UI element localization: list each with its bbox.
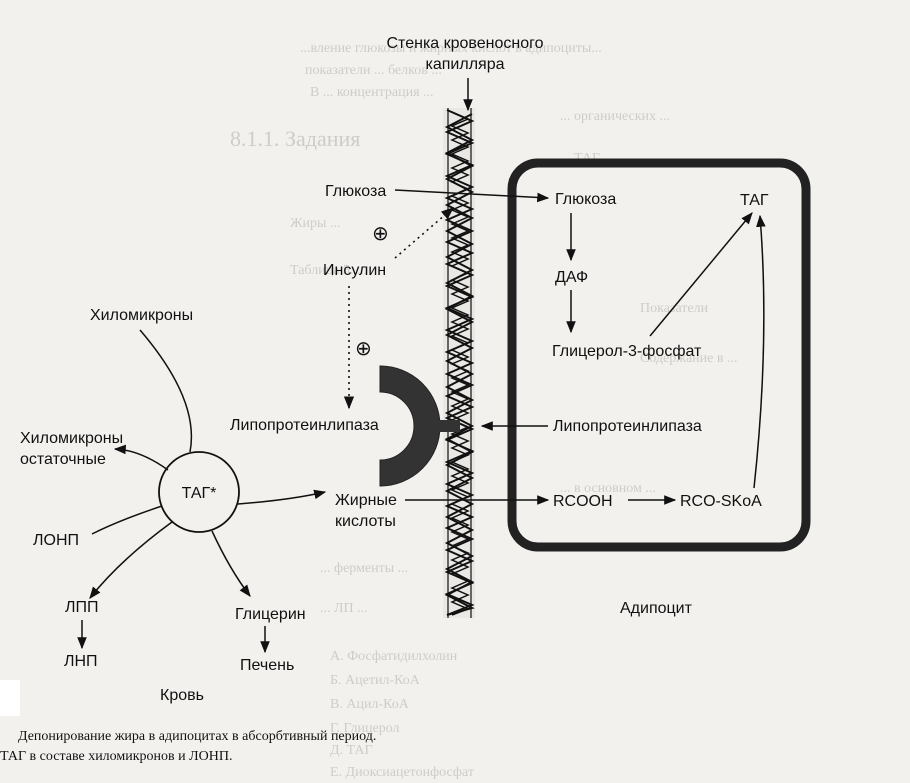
insulin-activation-plus-1: ⊕ [372,223,389,245]
ghost-line: Показатели [640,301,709,316]
daf-label: ДАФ [555,269,588,286]
ghost-line: 8.1.1. Задания [230,126,361,151]
ghost-line: Жиры ... [290,216,341,231]
to-fatty-acids-arrow [237,489,327,505]
figure-caption-line2: ТАГ в составе хиломикронов и ЛОНП. [0,749,232,764]
tag-star-particle [158,451,240,533]
ghost-line: Г. Глицерол [330,721,400,736]
ghost-line: А. Фосфатидилхолин [330,649,458,664]
ghost-line: ... ЛП ... [320,601,368,616]
ghost-line: ... органических ... [560,109,671,124]
ghost-line: Содержание в ... [640,351,738,366]
glycerol3p-label: Глицерол-3-фосфат [552,343,702,360]
capillary-wall [443,108,475,618]
lipoprotein-lipase-anchor [432,420,460,432]
insulin-activation-plus-2: ⊕ [355,338,372,360]
adipocyte-label: Адипоцит [620,600,693,617]
rcooh-label: RCOOH [553,493,613,510]
figure-caption-line1: Депонирование жира в адипоцитах в абсорб… [18,729,376,744]
insulin-to-glucose-transport-arrow [394,207,454,259]
insulin-label: Инсулин [323,262,386,279]
ghost-line: В. Ацил-КоА [330,697,409,712]
tag-label: ТАГ [740,192,769,209]
glucose-blood-label: Глюкоза [325,183,386,200]
liver-label: Печень [240,657,294,674]
fatty-acids-label-line2: кислоты [335,513,396,530]
ghost-line: Б. Ацетил-КоА [330,673,420,688]
to-remnants-arrow [113,444,169,471]
ghost-line: В ... концентрация ... [310,85,434,100]
glycerin-label: Глицерин [235,606,306,623]
adipocyte-cell [507,158,811,552]
to-glycerin-arrow [211,530,251,597]
acyl-coa-to-tag-arrow [753,214,766,489]
ghost-line: Е. Диоксиацетонфосфат [330,765,474,780]
glucose-cell-label: Глюкоза [555,191,616,208]
ghost-line: ... ферменты ... [320,561,409,576]
blood-label: Кровь [160,687,204,704]
lnp-label: ЛНП [64,653,98,670]
to-lpp-arrow [89,521,173,599]
ghost-line: показатели ... белков ... [305,63,442,78]
lipoprotein-lipase-enzyme [379,365,441,487]
lpl-right-label: Липопротеинлипаза [553,418,702,435]
ghost-line: Д. ТАГ [330,743,373,758]
chylomicron-remnants-label-line1: Хиломикроны [20,430,123,447]
ghost-line: ... в основном ... [560,481,656,496]
chylomicron-remnants-label-line2: остаточные [20,451,106,468]
capillary-wall-label-line2: капилляра [426,56,505,73]
tag-star-label: ТАГ* [182,485,217,502]
g3p-to-tag-arrow [649,212,753,337]
fatty-acids-label-line1: Жирные [335,492,397,509]
lpl-left-label: Липопротеинлипаза [230,417,379,434]
chylomicrons-label: Хиломикроны [90,307,193,324]
capillary-wall-label-line1: Стенка кровеносного [387,35,544,52]
lpp-label: ЛПП [65,599,99,616]
lonp-line [91,505,163,535]
chylomicrons-line [139,329,193,453]
scan-white-patch [0,680,20,716]
ghost-line: Таблица 5. ... [290,263,368,278]
lonp-label: ЛОНП [33,532,79,549]
glucose-transport-arrow [394,189,550,203]
rco-skoa-label: RCO-SKoA [680,493,762,510]
ghost-line: ...вление глюкозы и жирных кислот в адип… [300,41,602,56]
